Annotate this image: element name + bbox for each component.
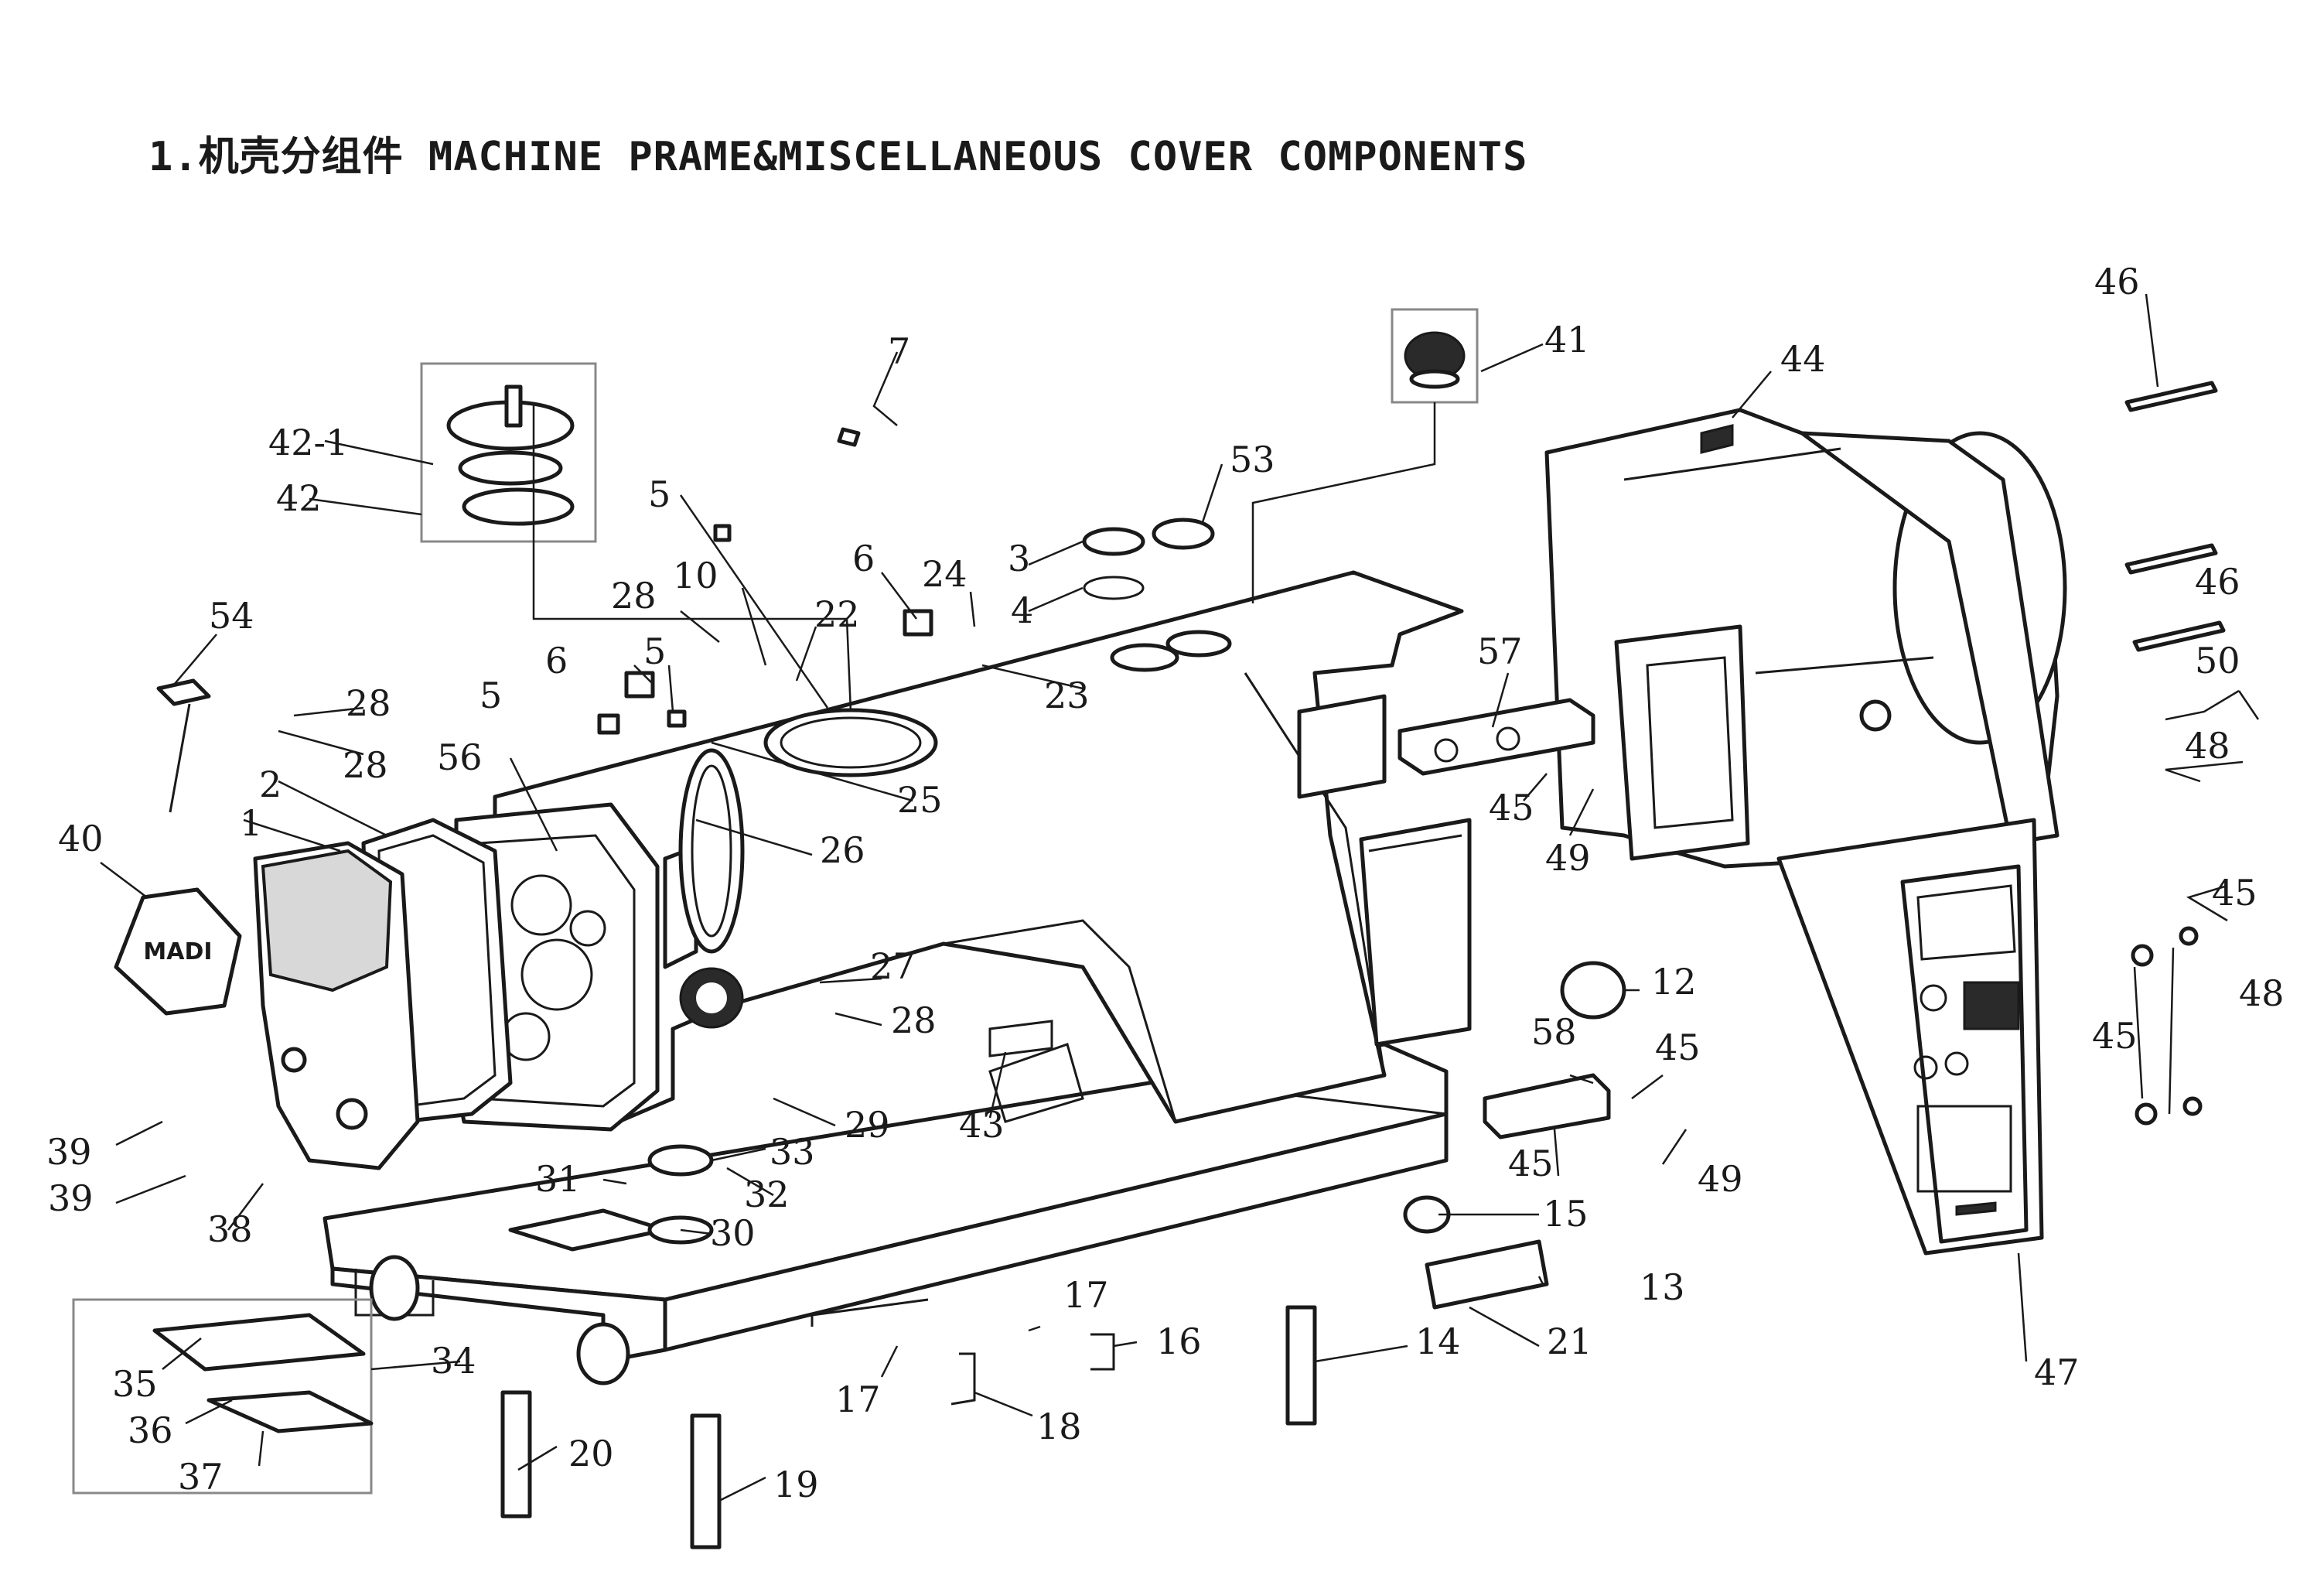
page-title: 1.机壳分组件 MACHINE PRAME&MISCELLANEOUS COVE… xyxy=(148,134,1528,180)
callout-48: 48 xyxy=(2239,972,2285,1014)
bobbin-winder-42 xyxy=(420,362,597,543)
callout-39: 39 xyxy=(48,1177,94,1219)
callout-37: 37 xyxy=(178,1456,224,1498)
callout-44: 44 xyxy=(1780,338,1826,380)
oil-tank-35-36 xyxy=(72,1298,374,1495)
callout-48: 48 xyxy=(2185,725,2230,767)
callout-35: 35 xyxy=(112,1363,158,1405)
control-panel xyxy=(1776,818,2044,1256)
callout-41: 41 xyxy=(1544,319,1590,360)
callout-56: 56 xyxy=(437,736,483,778)
face-cover xyxy=(253,841,420,1170)
callout-6: 6 xyxy=(545,640,568,682)
callout-5: 5 xyxy=(648,473,671,515)
callout-49: 49 xyxy=(1698,1158,1743,1200)
callout-28: 28 xyxy=(891,999,937,1041)
callout-5: 5 xyxy=(479,675,502,716)
machine-arm xyxy=(493,570,1472,1124)
callout-46: 46 xyxy=(2094,261,2140,302)
callout-30: 30 xyxy=(710,1212,756,1254)
callout-54: 54 xyxy=(209,595,254,637)
callout-17: 17 xyxy=(835,1379,881,1420)
presser-28-54 xyxy=(156,678,211,813)
callout-16: 16 xyxy=(1156,1320,1202,1362)
callout-45: 45 xyxy=(2092,1015,2138,1057)
callout-40: 40 xyxy=(58,818,104,859)
side-cover xyxy=(1544,408,2067,869)
callout-45: 45 xyxy=(1508,1143,1554,1184)
callout-57: 57 xyxy=(1477,630,1523,672)
callout-17: 17 xyxy=(1063,1274,1109,1316)
callout-22: 22 xyxy=(814,593,860,635)
callout-26: 26 xyxy=(820,829,865,871)
callout-4: 4 xyxy=(1011,589,1033,631)
legs-14-19-20 xyxy=(500,1305,1317,1549)
callout-20: 20 xyxy=(568,1433,614,1474)
callout-25: 25 xyxy=(897,779,943,821)
cap-53-3-4 xyxy=(1082,518,1215,600)
callout-28: 28 xyxy=(346,682,391,724)
callout-45: 45 xyxy=(2212,872,2257,914)
callout-47: 47 xyxy=(2034,1351,2080,1393)
callout-12: 12 xyxy=(1651,961,1697,1003)
callout-39: 39 xyxy=(46,1131,92,1173)
callout-32: 32 xyxy=(744,1174,790,1215)
thread-tension-41 xyxy=(1391,308,1479,404)
callout-36: 36 xyxy=(128,1409,173,1451)
callout-10: 10 xyxy=(673,555,718,596)
clips-16-18 xyxy=(950,1333,1115,1406)
callout-50: 50 xyxy=(2195,640,2240,682)
callout-31: 31 xyxy=(535,1158,581,1200)
logo-text: MADI xyxy=(143,938,212,965)
callout-5: 5 xyxy=(643,630,666,672)
callout-2: 2 xyxy=(259,764,282,805)
callout-28: 28 xyxy=(611,575,657,617)
callout-15: 15 xyxy=(1543,1193,1589,1235)
callout-19: 19 xyxy=(773,1464,819,1505)
callout-labels: 7 41 44 46 42-1 42 53 5 3 6 24 4 28 10 2… xyxy=(46,261,2285,1505)
logo-plate: MADI xyxy=(114,887,242,1016)
callout-45: 45 xyxy=(1489,787,1534,828)
callout-33: 33 xyxy=(770,1131,815,1173)
callout-45: 45 xyxy=(1655,1027,1701,1068)
callout-38: 38 xyxy=(207,1208,253,1250)
callout-7: 7 xyxy=(888,330,910,372)
callout-46: 46 xyxy=(2195,561,2240,603)
callout-43: 43 xyxy=(959,1104,1005,1146)
callout-21: 21 xyxy=(1547,1320,1592,1362)
callout-58: 58 xyxy=(1531,1011,1577,1053)
callout-3: 3 xyxy=(1008,538,1030,579)
cover-43 xyxy=(988,1020,1053,1057)
callout-53: 53 xyxy=(1230,439,1275,480)
callout-27: 27 xyxy=(870,945,916,987)
callout-23: 23 xyxy=(1044,675,1090,716)
callout-29: 29 xyxy=(845,1104,890,1146)
callout-34: 34 xyxy=(431,1340,476,1382)
callout-24: 24 xyxy=(922,553,967,595)
callout-13: 13 xyxy=(1640,1266,1685,1308)
callout-28: 28 xyxy=(343,744,388,786)
knob-12 xyxy=(1560,961,1626,1020)
callout-6: 6 xyxy=(852,538,875,579)
callout-1: 1 xyxy=(240,802,262,844)
callout-42-1: 42-1 xyxy=(268,422,348,463)
screws-misc xyxy=(837,381,2226,1126)
leader-lines xyxy=(100,293,2260,1502)
callout-14: 14 xyxy=(1415,1320,1461,1362)
plugs-5-6 xyxy=(597,524,933,735)
bracket-57 xyxy=(1397,698,1595,776)
callout-18: 18 xyxy=(1036,1406,1082,1447)
bracket-58 xyxy=(1483,1073,1611,1139)
callout-42: 42 xyxy=(276,477,322,519)
callout-49: 49 xyxy=(1545,837,1591,879)
